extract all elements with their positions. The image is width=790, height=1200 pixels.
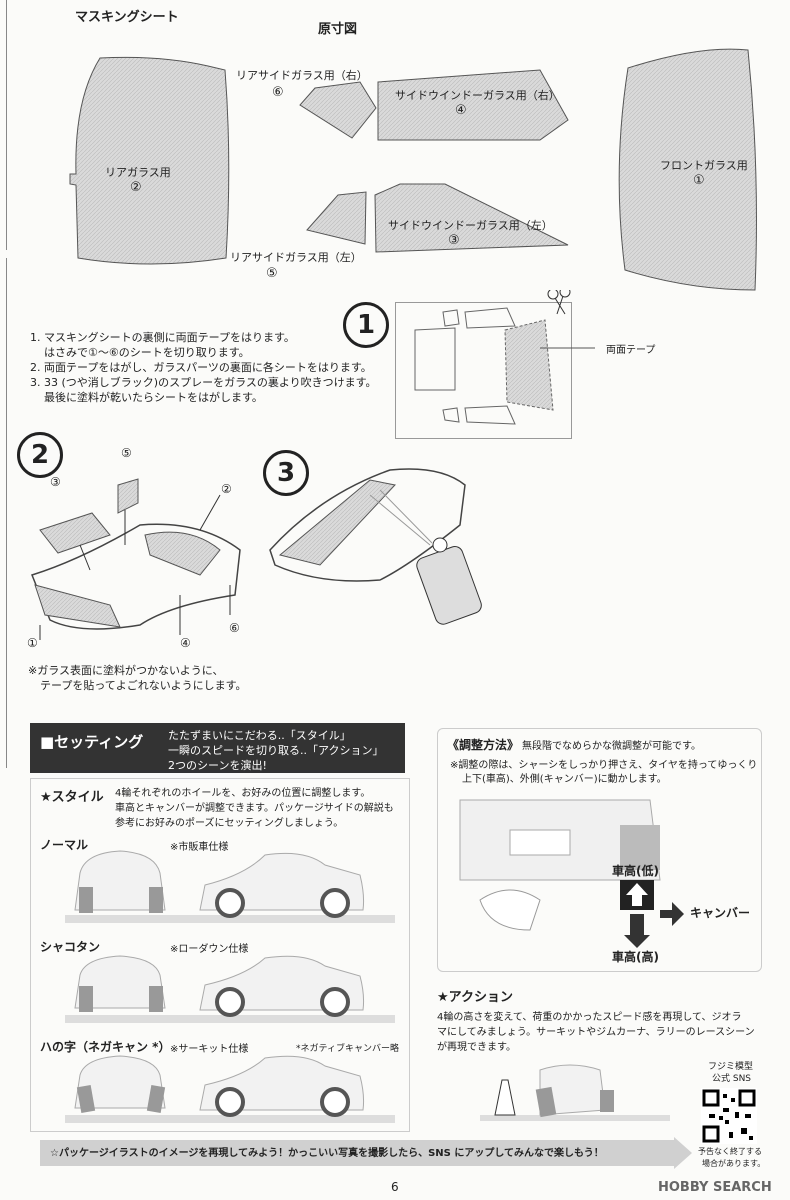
adjust-diagram: [459, 799, 684, 948]
bottom-banner-arrow: [674, 1137, 692, 1169]
step2-label-4: ④: [180, 636, 191, 650]
setting-intro-2: 一瞬のスピードを切り取る..「アクション」: [168, 744, 384, 757]
rear-side-right-sheet: [299, 81, 377, 139]
setting-header-bar: [30, 723, 405, 773]
variant-shakotan-note: ※ローダウン仕様: [170, 944, 249, 955]
action-diagram: [480, 1064, 670, 1121]
step-1-badge: 1: [343, 302, 389, 348]
step-1-diagram-frame: [395, 302, 572, 439]
variant-hanoji-note: ※サーキット仕様: [170, 1044, 249, 1055]
camber-label: キャンバー: [690, 906, 751, 920]
step-2-diagram: [31, 478, 241, 640]
front-glass-sheet: [618, 48, 757, 291]
setting-intro-1: たたずまいにこだわる..「スタイル」: [168, 729, 351, 742]
variant-normal-note: ※市販車仕様: [170, 842, 229, 853]
masking-subtitle: 原寸図: [318, 22, 358, 37]
piece-num-rear-glass: ②: [130, 180, 142, 195]
instruction-1: 1. マスキングシートの裏側に両面テープをはります。: [30, 331, 295, 344]
instruction-3b: 最後に塗料が乾いたらシートをはがします。: [44, 391, 263, 404]
piece-num-side-window-right: ④: [455, 103, 467, 118]
step2-label-2: ②: [221, 482, 232, 496]
step2-note-2: テープを貼ってよごれないようにします。: [40, 679, 247, 692]
height-high-label: 車高(高): [612, 950, 659, 964]
rear-glass-sheet: [69, 56, 230, 265]
instruction-2: 2. 両面テープをはがし、ガラスパーツの裏面に各シートをはります。: [30, 361, 372, 374]
adjust-panel: [437, 728, 762, 972]
side-window-left-sheet: [374, 183, 569, 253]
binder-edge-top: [0, 0, 7, 250]
bottom-banner-text: ☆パッケージイラストのイメージを再現してみよう！かっこいい写真を撮影したら、SN…: [50, 1148, 604, 1159]
masking-title: マスキングシート: [75, 10, 179, 25]
variant-hanoji-diagram: [65, 1055, 395, 1123]
step2-label-3: ③: [50, 475, 61, 489]
step-3-badge: 3: [263, 450, 309, 496]
rear-side-left-sheet: [306, 191, 367, 245]
step2-label-5: ⑤: [121, 446, 132, 460]
masking-shapes: [69, 48, 757, 291]
sns-label-1: フジミ模型: [708, 1062, 754, 1072]
variant-normal-diagram: [65, 850, 395, 923]
style-desc-3: 参考にお好みのポーズにセッティングしましょう。: [115, 818, 344, 829]
bottom-banner-bg: [40, 1140, 675, 1166]
piece-label-rear-side-right: リアサイドガラス用（右）: [236, 69, 368, 82]
variant-hanoji-extra: *ネガティブキャンバー略: [296, 1044, 399, 1054]
variant-shakotan-diagram: [65, 955, 395, 1023]
piece-num-rear-side-left: ⑤: [266, 266, 278, 281]
piece-num-front-glass: ①: [693, 173, 705, 188]
action-title: ★アクション: [437, 990, 514, 1005]
adjust-note-2: 上下(車高)、外側(キャンバー)に動かします。: [462, 774, 667, 785]
setting-title: ■セッティング: [40, 733, 144, 751]
sns-note-2: 場合があります。: [702, 1159, 766, 1168]
style-panel: [30, 778, 410, 1132]
style-desc-2: 車高とキャンバーが調整できます。パッケージサイドの解説も: [115, 803, 394, 814]
instruction-3: 3. 33 (つや消しブラック)のスプレーをガラスの裏より吹きつけます。: [30, 376, 377, 389]
qr-code[interactable]: [701, 1088, 757, 1144]
piece-label-side-window-left: サイドウインドーガラス用（左）: [388, 219, 553, 232]
adjust-note-1: ※調整の際は、シャーシをしっかり押さえ、タイヤを持ってゆっくり: [450, 760, 758, 771]
step2-label-1: ①: [27, 636, 38, 650]
piece-num-rear-side-right: ⑥: [272, 85, 284, 100]
style-title: ★スタイル: [40, 790, 104, 805]
piece-num-side-window-left: ③: [448, 233, 460, 248]
binder-edge-bottom: [0, 258, 7, 768]
setting-intro-3: 2つのシーンを演出!: [168, 759, 267, 772]
step2-label-6: ⑥: [229, 621, 240, 635]
height-low-label: 車高(低): [612, 864, 659, 878]
watermark: HOBBY SEARCH: [658, 1180, 772, 1195]
adjust-desc: 無段階でなめらかな微調整が可能です。: [522, 741, 701, 752]
piece-label-front-glass: フロントガラス用: [660, 159, 748, 172]
piece-label-rear-side-left: リアサイドガラス用（左）: [230, 251, 362, 264]
sns-note-1: 予告なく終了する: [698, 1147, 762, 1156]
piece-label-side-window-right: サイドウインドーガラス用（右）: [395, 89, 560, 102]
step2-note-1: ※ガラス表面に塗料がつかないように、: [28, 664, 224, 677]
sns-label-2: 公式 SNS: [712, 1074, 752, 1084]
tape-label: 両面テープ: [606, 345, 656, 356]
side-window-right-sheet: [377, 69, 569, 141]
variant-hanoji-name: ハの字（ネガキャン *）: [40, 1040, 171, 1054]
step-3-diagram: [269, 468, 482, 625]
variant-shakotan-name: シャコタン: [40, 940, 101, 954]
style-desc-1: 4輪それぞれのホイールを、お好みの位置に調整します。: [115, 788, 371, 799]
page-number: 6: [391, 1180, 399, 1194]
step-2-badge: 2: [17, 432, 63, 478]
variant-normal-name: ノーマル: [40, 838, 89, 852]
instruction-1b: はさみで①～⑥のシートを切り取ります。: [44, 346, 250, 359]
piece-label-rear-glass: リアガラス用: [105, 166, 171, 179]
action-desc-3: が再現できます。: [437, 1042, 516, 1053]
action-desc-1: 4輪の高さを変えて、荷重のかかったスピード感を再現して、ジオラ: [437, 1012, 742, 1023]
step-1-diagram: [414, 290, 595, 425]
adjust-title: 《調整方法》: [447, 738, 520, 752]
action-desc-2: マにしてみましょう。サーキットやジムカーナ、ラリーのレースシーン: [437, 1027, 755, 1038]
